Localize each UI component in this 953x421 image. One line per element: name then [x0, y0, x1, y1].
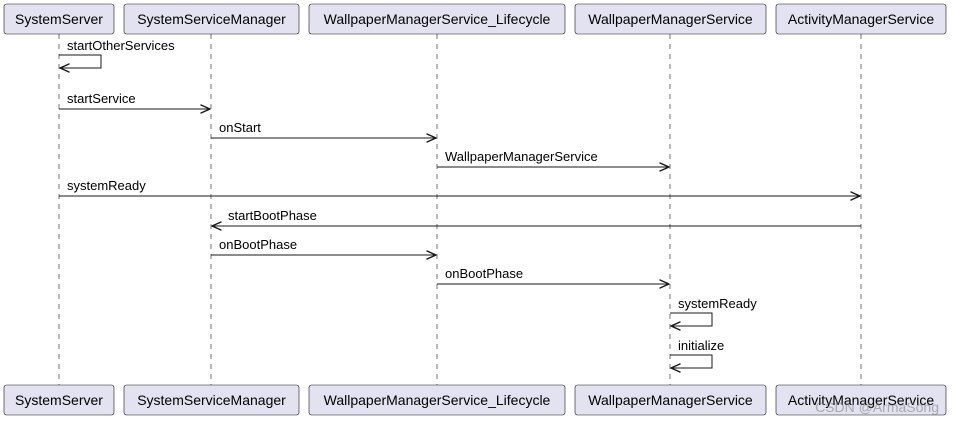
participant-top-wallpaper-manager-service-lifecycle: WallpaperManagerService_Lifecycle [308, 3, 566, 35]
participant-label: SystemServer [15, 392, 103, 408]
participant-label: WallpaperManagerService [588, 392, 753, 408]
message-wallpaper-manager-service: WallpaperManagerService [437, 149, 670, 172]
participant-top-wallpaper-manager-service: WallpaperManagerService [574, 3, 767, 35]
arrow-head [426, 133, 437, 143]
message-system-ready: systemReady [670, 296, 757, 331]
lifelines [58, 34, 862, 385]
participant-box [775, 3, 947, 35]
participant-box [123, 384, 300, 416]
participant-top-activity-manager-service: ActivityManagerService [775, 3, 947, 35]
message-on-boot-phase: onBootPhase [437, 266, 670, 289]
participant-bottom-system-server: SystemServer [3, 384, 115, 416]
arrow-head [426, 250, 437, 260]
participant-top-system-server: SystemServer [3, 3, 115, 35]
participant-box [3, 384, 115, 416]
participant-box [123, 3, 300, 35]
message-label: startBootPhase [228, 208, 317, 223]
participants-top: SystemServer SystemServiceManager Wallpape… [3, 3, 947, 35]
participant-box [574, 384, 767, 416]
self-call-line [59, 54, 102, 69]
participant-box [308, 384, 566, 416]
message-start-service: startService [59, 91, 211, 114]
participant-box [574, 3, 767, 35]
participant-label: WallpaperManagerService_Lifecycle [324, 11, 551, 27]
message-label: startOtherServices [67, 38, 175, 53]
participant-bottom-system-service-manager: SystemServiceManager [123, 384, 300, 416]
arrow-head [200, 104, 211, 114]
participant-label: SystemServer [15, 11, 103, 27]
arrow-head [850, 191, 861, 201]
participant-bottom-wallpaper-manager-service: WallpaperManagerService [574, 384, 767, 416]
participant-label: WallpaperManagerService [588, 11, 753, 27]
message-label: initialize [678, 338, 724, 353]
participant-label: ActivityManagerService [788, 392, 934, 408]
participant-label: SystemServiceManager [137, 392, 286, 408]
arrow-head [659, 279, 670, 289]
participant-bottom-activity-manager-service: ActivityManagerService [775, 384, 947, 416]
self-call-line [670, 354, 713, 369]
message-label: onStart [219, 120, 261, 135]
participant-label: ActivityManagerService [788, 11, 934, 27]
message-start-boot-phase: startBootPhase [211, 208, 861, 231]
arrow-head [59, 63, 70, 73]
arrow-head [670, 363, 681, 373]
message-on-boot-phase: onBootPhase [211, 237, 437, 260]
message-label: startService [67, 91, 136, 106]
message-system-ready: systemReady [59, 178, 861, 201]
message-start-other-services: startOtherServices [59, 38, 175, 73]
message-initialize: initialize [670, 338, 724, 373]
participant-label: WallpaperManagerService_Lifecycle [324, 392, 551, 408]
arrow-head [659, 162, 670, 172]
participant-box [775, 384, 947, 416]
messages: startOtherServices startService onStartWal… [59, 38, 861, 373]
message-label: systemReady [67, 178, 146, 193]
participant-box [308, 3, 566, 35]
participant-label: SystemServiceManager [137, 11, 286, 27]
participant-box [3, 3, 115, 35]
message-label: onBootPhase [219, 237, 297, 252]
participant-top-system-service-manager: SystemServiceManager [123, 3, 300, 35]
watermark: CSDN @ArmaSong [815, 399, 939, 415]
arrow-head [670, 321, 681, 331]
message-label: onBootPhase [445, 266, 523, 281]
message-label: WallpaperManagerService [445, 149, 598, 164]
arrow-head [211, 221, 222, 231]
self-call-line [670, 312, 713, 327]
participants-bottom: SystemServer SystemServiceManager Wallpape… [3, 384, 947, 416]
message-label: systemReady [678, 296, 757, 311]
participant-bottom-wallpaper-manager-service-lifecycle: WallpaperManagerService_Lifecycle [308, 384, 566, 416]
message-on-start: onStart [211, 120, 437, 143]
